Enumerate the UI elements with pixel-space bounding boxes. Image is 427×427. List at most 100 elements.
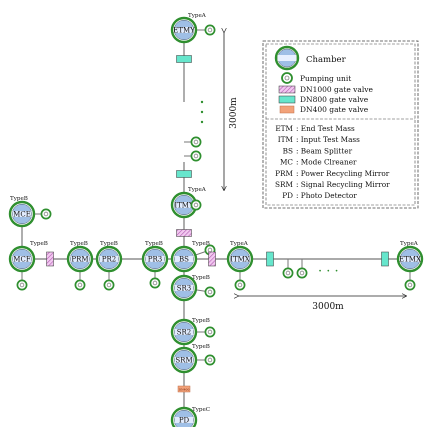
chamber-type-label: TypeA: [188, 187, 207, 193]
vertical-dimension-label: 3000m: [229, 97, 239, 129]
dn1000-valve-y-bs: [176, 229, 192, 237]
chamber-type-label: TypeB: [70, 241, 88, 247]
abbreviation-code: PD: [282, 191, 293, 200]
pumping-unit-icon: [204, 354, 216, 366]
pumping-unit-icon: [296, 267, 308, 279]
chamber-label: PR3: [148, 256, 162, 264]
chamber-label: ITMY: [174, 202, 194, 210]
chamber-label: PD: [179, 417, 190, 425]
chamber-pr3: PR3: [141, 245, 169, 273]
pumping-unit-icon: [404, 279, 416, 291]
chamber-srm: SRM: [170, 346, 198, 374]
chamber-etmy: ETMY: [170, 16, 198, 44]
horizontal-dimension-label: 3000m: [312, 302, 344, 312]
abbreviation-code: BS: [283, 146, 293, 155]
chamber-type-label: TypeA: [400, 241, 419, 247]
chamber-type-label: TypeB: [100, 241, 118, 247]
chamber-type-label: TypeB: [192, 344, 210, 350]
x-arm-continuation-dots: · · ·: [318, 264, 339, 279]
chamber-label: MCE: [13, 211, 31, 219]
chamber-label: BS: [179, 256, 189, 264]
abbreviation-code: SRM: [275, 180, 293, 189]
chamber-label: SR3: [177, 285, 192, 293]
chamber-label: ETMY: [173, 27, 195, 35]
chamber-mce: MCE: [8, 200, 36, 228]
abbreviation-code: PRM: [275, 169, 293, 178]
pumping-unit-icon: [16, 279, 28, 291]
pumping-unit-icon: [204, 24, 216, 36]
pumping-unit-icon: [234, 279, 246, 291]
chamber-label: SR2: [177, 329, 192, 337]
legend-pump-icon: [281, 72, 293, 84]
horizontal-dimension: 3000m: [238, 296, 406, 312]
chamber-type-label: TypeB: [10, 196, 28, 202]
legend-dn400-icon: [279, 105, 295, 114]
dn1000-valve-x-bs: [208, 251, 216, 267]
legend-dn1000-icon: [278, 85, 296, 94]
legend-dn400-label: DN400 gate valve: [300, 105, 369, 114]
chamber-type-label: TypeB: [192, 241, 210, 247]
dn800-valve-x-etm: [381, 251, 389, 267]
valves-layer: DN400: [46, 55, 389, 393]
chamber-itmx: ITMX: [226, 245, 254, 273]
chamber-label: PR2: [102, 256, 116, 264]
chamber-label: SRM: [175, 357, 192, 365]
abbreviation-text: : Beam Splitter: [296, 146, 353, 155]
chamber-type-label: TypeB: [30, 241, 48, 247]
dn1000-valve-mc: [46, 251, 54, 267]
chamber-bs: BS: [170, 245, 198, 273]
chamber-label: PRM: [71, 256, 88, 264]
chamber-sr2: SR2: [170, 318, 198, 346]
pumping-unit-icon: [149, 277, 161, 289]
legend-pump-label: Pumping unit: [300, 74, 351, 83]
pumping-unit-icon: [103, 279, 115, 291]
abbreviation-text: : Signal Recycling Mirror: [296, 180, 390, 189]
chamber-type-label: TypeB: [192, 275, 210, 281]
pumping-unit-icon: [40, 208, 52, 220]
abbreviation-code: ITM: [278, 135, 294, 144]
chamber-type-label: TypeA: [230, 241, 249, 247]
pumps-layer: [16, 24, 416, 366]
chamber-prm: PRM: [66, 245, 94, 273]
vertical-dimension: 3000m: [224, 32, 239, 190]
chamber-mcf: MCF: [8, 245, 36, 273]
dn800-valve-y-itm: [176, 170, 192, 178]
legend-dn1000-label: DN1000 gate valve: [300, 85, 373, 94]
pumping-unit-icon: [204, 326, 216, 338]
y-arm-continuation-dots: [200, 100, 204, 124]
pumping-unit-icon: [74, 279, 86, 291]
pumping-unit-icon: [204, 286, 216, 298]
abbreviation-text: : End Test Mass: [296, 124, 355, 133]
legend-chamber-icon: [274, 45, 300, 71]
chamber-label: ETMX: [399, 256, 421, 264]
chamber-label: MCF: [13, 256, 31, 264]
dn800-valve-y-etm: [176, 55, 192, 63]
dn400-valve-pd: [177, 385, 191, 393]
abbreviation-text: : Mode Clreaner: [296, 158, 357, 167]
chamber-sr3: SR3: [170, 274, 198, 302]
chambers-layer: ETMY TypeA ITMY TypeA MCE TypeB MCF TypeB PRM Typ…: [8, 13, 424, 427]
legend-dn800-label: DN800 gate valve: [300, 95, 369, 104]
pumping-unit-icon: [282, 267, 294, 279]
abbreviation-text: : Photo Detector: [296, 191, 357, 200]
dn800-valve-x-itm: [266, 251, 274, 267]
pumping-unit-icon: [190, 136, 202, 148]
chamber-type-label: TypeB: [192, 318, 210, 324]
legend-dn800-icon: [278, 95, 296, 104]
abbreviation-text: : Power Recycling Mirror: [296, 169, 390, 178]
chamber-label: ITMX: [230, 256, 250, 264]
chamber-pr2: PR2: [95, 245, 123, 273]
chamber-type-label: TypeC: [192, 407, 210, 413]
abbreviation-code: ETM: [275, 124, 293, 133]
chamber-type-label: TypeA: [188, 13, 207, 19]
chamber-pd: PD: [170, 406, 198, 427]
legend-chamber-label: Chamber: [306, 55, 347, 65]
legend-box: Chamber Pumping unit DN1000 gate valve D…: [262, 40, 419, 209]
chamber-type-label: TypeB: [145, 241, 163, 247]
abbreviation-text: : Input Test Mass: [296, 135, 360, 144]
chamber-etmx: ETMX: [396, 245, 424, 273]
dn400-valve-label: DN400: [179, 387, 190, 391]
pumping-unit-icon: [190, 150, 202, 162]
